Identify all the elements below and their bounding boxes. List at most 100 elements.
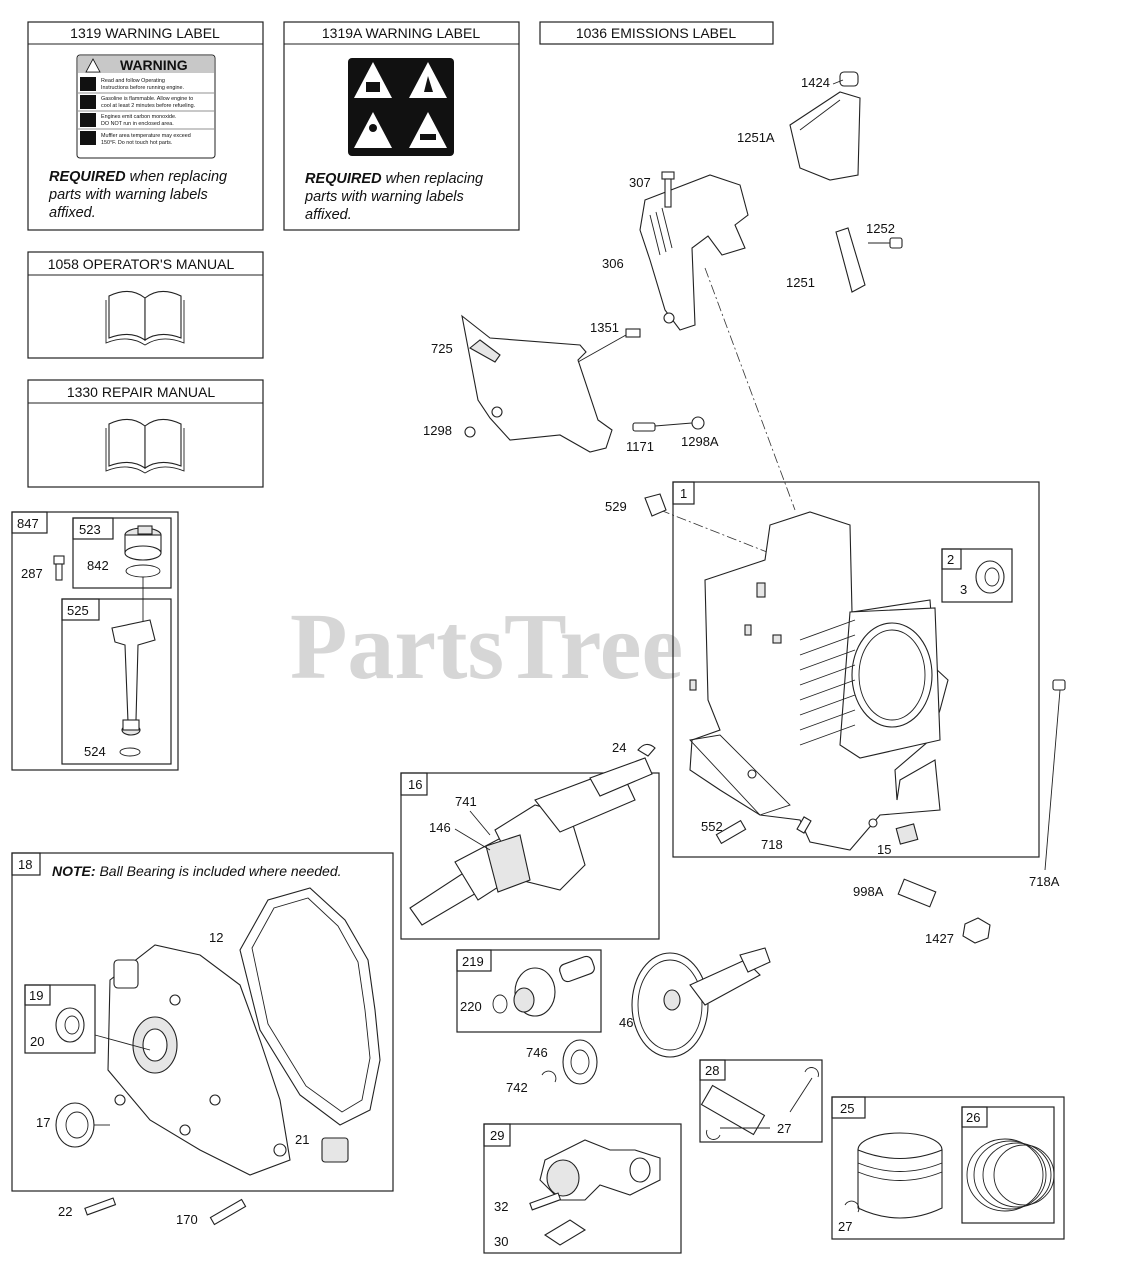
svg-text:18: 18 bbox=[18, 857, 32, 872]
callout-27-piston: 27 bbox=[838, 1219, 852, 1234]
plug-21 bbox=[321, 1137, 349, 1163]
callout-146: 146 bbox=[429, 820, 451, 835]
svg-text:NOTE: Ball Bearing is included: NOTE: Ball Bearing is included where nee… bbox=[52, 863, 342, 879]
dowel-718A bbox=[1044, 679, 1066, 871]
callout-1351: 1351 bbox=[590, 320, 619, 335]
svg-text:REQUIRED when replacing: REQUIRED when replacing bbox=[305, 171, 483, 187]
svg-text:523: 523 bbox=[79, 522, 101, 537]
svg-text:29: 29 bbox=[490, 1128, 504, 1143]
crankshaft-group[interactable]: 16 bbox=[400, 757, 660, 940]
ball-bearing-17 bbox=[55, 1102, 110, 1148]
nut-1427 bbox=[962, 917, 991, 944]
screw-1252 bbox=[889, 237, 903, 249]
callout-30: 30 bbox=[494, 1234, 508, 1249]
svg-text:cool at least 2 minutes before: cool at least 2 minutes before refueling… bbox=[101, 103, 195, 109]
manual-icon bbox=[366, 82, 380, 92]
callout-32: 32 bbox=[494, 1199, 508, 1214]
callout-1252: 1252 bbox=[866, 221, 895, 236]
crankcase-cover bbox=[107, 944, 291, 1176]
piston bbox=[857, 1132, 943, 1219]
svg-text:REQUIRED when replacing: REQUIRED when replacing bbox=[49, 169, 227, 185]
air-guide-306[interactable] bbox=[639, 174, 749, 331]
warning-label-panel[interactable]: 1319 WARNING LABEL WARNING Read and foll… bbox=[27, 21, 264, 231]
callout-12: 12 bbox=[209, 930, 223, 945]
warning-triangle-icon bbox=[85, 58, 101, 73]
warning-label-a-title: 1319A WARNING LABEL bbox=[322, 25, 480, 41]
crankcase-cover-group[interactable]: 18 NOTE: Ball Bearing is included where … bbox=[11, 852, 394, 1192]
cylinder-assembly-group[interactable]: 1 2 3 bbox=[672, 481, 1040, 858]
governor-gear bbox=[513, 955, 595, 1017]
o-ring-842 bbox=[125, 564, 161, 578]
callout-718A: 718A bbox=[1029, 874, 1060, 889]
svg-text:20: 20 bbox=[30, 1034, 44, 1049]
callout-746: 746 bbox=[526, 1045, 548, 1060]
emissions-label-title: 1036 EMISSIONS LABEL bbox=[576, 25, 737, 41]
piston-group[interactable]: 25 26 bbox=[831, 1096, 1065, 1240]
hot-surface-icon bbox=[420, 134, 436, 140]
svg-text:DO NOT run in enclosed area.: DO NOT run in enclosed area. bbox=[101, 121, 174, 127]
svg-text:150°F. Do not touch hot parts: 150°F. Do not touch hot parts. bbox=[101, 140, 172, 146]
wrist-pin-group[interactable]: 28 bbox=[699, 1059, 823, 1143]
callout-1424: 1424 bbox=[801, 75, 830, 90]
callout-1251: 1251 bbox=[786, 275, 815, 290]
repair-manual-panel[interactable]: 1330 REPAIR MANUAL bbox=[27, 379, 264, 488]
operators-manual-title: 1058 OPERATOR'S MANUAL bbox=[48, 256, 235, 272]
callout-220: 220 bbox=[460, 999, 482, 1014]
bolt-32 bbox=[529, 1192, 562, 1211]
governor-gear-group[interactable]: 219 bbox=[456, 949, 602, 1033]
crankshaft bbox=[409, 757, 653, 926]
emissions-label-panel[interactable]: 1036 EMISSIONS LABEL bbox=[539, 21, 774, 45]
operators-manual-panel[interactable]: 1058 OPERATOR'S MANUAL bbox=[27, 251, 264, 359]
gasket-12 bbox=[239, 887, 381, 1126]
shield-1251[interactable] bbox=[835, 227, 866, 293]
svg-text:1: 1 bbox=[680, 486, 687, 501]
callout-742: 742 bbox=[506, 1080, 528, 1095]
plug-15 bbox=[895, 823, 919, 845]
dipstick-assembly-group[interactable]: 847 523 525 287 842 524 bbox=[11, 511, 179, 771]
callout-529: 529 bbox=[605, 499, 627, 514]
callout-22: 22 bbox=[58, 1204, 72, 1219]
callout-307: 307 bbox=[629, 175, 651, 190]
fire-icon bbox=[80, 95, 96, 109]
gear-746 bbox=[562, 1039, 598, 1085]
book-icon bbox=[105, 290, 185, 346]
svg-text:3: 3 bbox=[960, 582, 967, 597]
repair-manual-title: 1330 REPAIR MANUAL bbox=[67, 384, 216, 400]
callout-1171: 1171 bbox=[626, 439, 654, 454]
clip-27-b bbox=[804, 1067, 819, 1078]
bolt-307 bbox=[661, 171, 675, 208]
bushing-529 bbox=[644, 493, 667, 517]
callout-1298: 1298 bbox=[423, 423, 452, 438]
svg-text:Instructions before running en: Instructions before running engine. bbox=[101, 85, 184, 91]
oil-seal-2 bbox=[975, 560, 1005, 594]
person-fumes-icon bbox=[80, 113, 96, 127]
stud-998A bbox=[897, 878, 937, 908]
svg-text:25: 25 bbox=[840, 1101, 854, 1116]
svg-text:parts with warning labels: parts with warning labels bbox=[48, 187, 208, 203]
shield-725[interactable] bbox=[461, 314, 613, 453]
warning-decal-header: WARNING bbox=[120, 57, 188, 73]
svg-text:2: 2 bbox=[947, 552, 954, 567]
callout-718: 718 bbox=[761, 837, 783, 852]
oil-seal-20 bbox=[55, 1007, 85, 1043]
connecting-rod-group[interactable]: 29 bbox=[483, 1123, 682, 1254]
shield-1251A[interactable] bbox=[789, 91, 861, 181]
washer-220 bbox=[492, 994, 508, 1014]
connecting-rod bbox=[539, 1139, 661, 1201]
callout-15: 15 bbox=[877, 842, 891, 857]
hot-surface-icon bbox=[80, 131, 96, 145]
fitting-1171 bbox=[632, 422, 656, 432]
warning-label-a-panel[interactable]: 1319A WARNING LABEL REQUIRED when replac… bbox=[283, 21, 520, 231]
callout-46: 46 bbox=[619, 1015, 633, 1030]
warning-label-title: 1319 WARNING LABEL bbox=[70, 25, 220, 41]
callout-1251A: 1251A bbox=[737, 130, 775, 145]
bolt-170 bbox=[209, 1198, 247, 1226]
warning-decal: WARNING Read and follow Operating Instru… bbox=[76, 54, 216, 159]
callout-998A: 998A bbox=[853, 884, 884, 899]
dipstick-tube bbox=[111, 619, 156, 736]
wrist-pin bbox=[700, 1084, 766, 1136]
flame-icon bbox=[424, 76, 433, 92]
dipper-30 bbox=[543, 1219, 587, 1246]
callout-21: 21 bbox=[295, 1132, 309, 1147]
svg-text:287: 287 bbox=[21, 566, 43, 581]
